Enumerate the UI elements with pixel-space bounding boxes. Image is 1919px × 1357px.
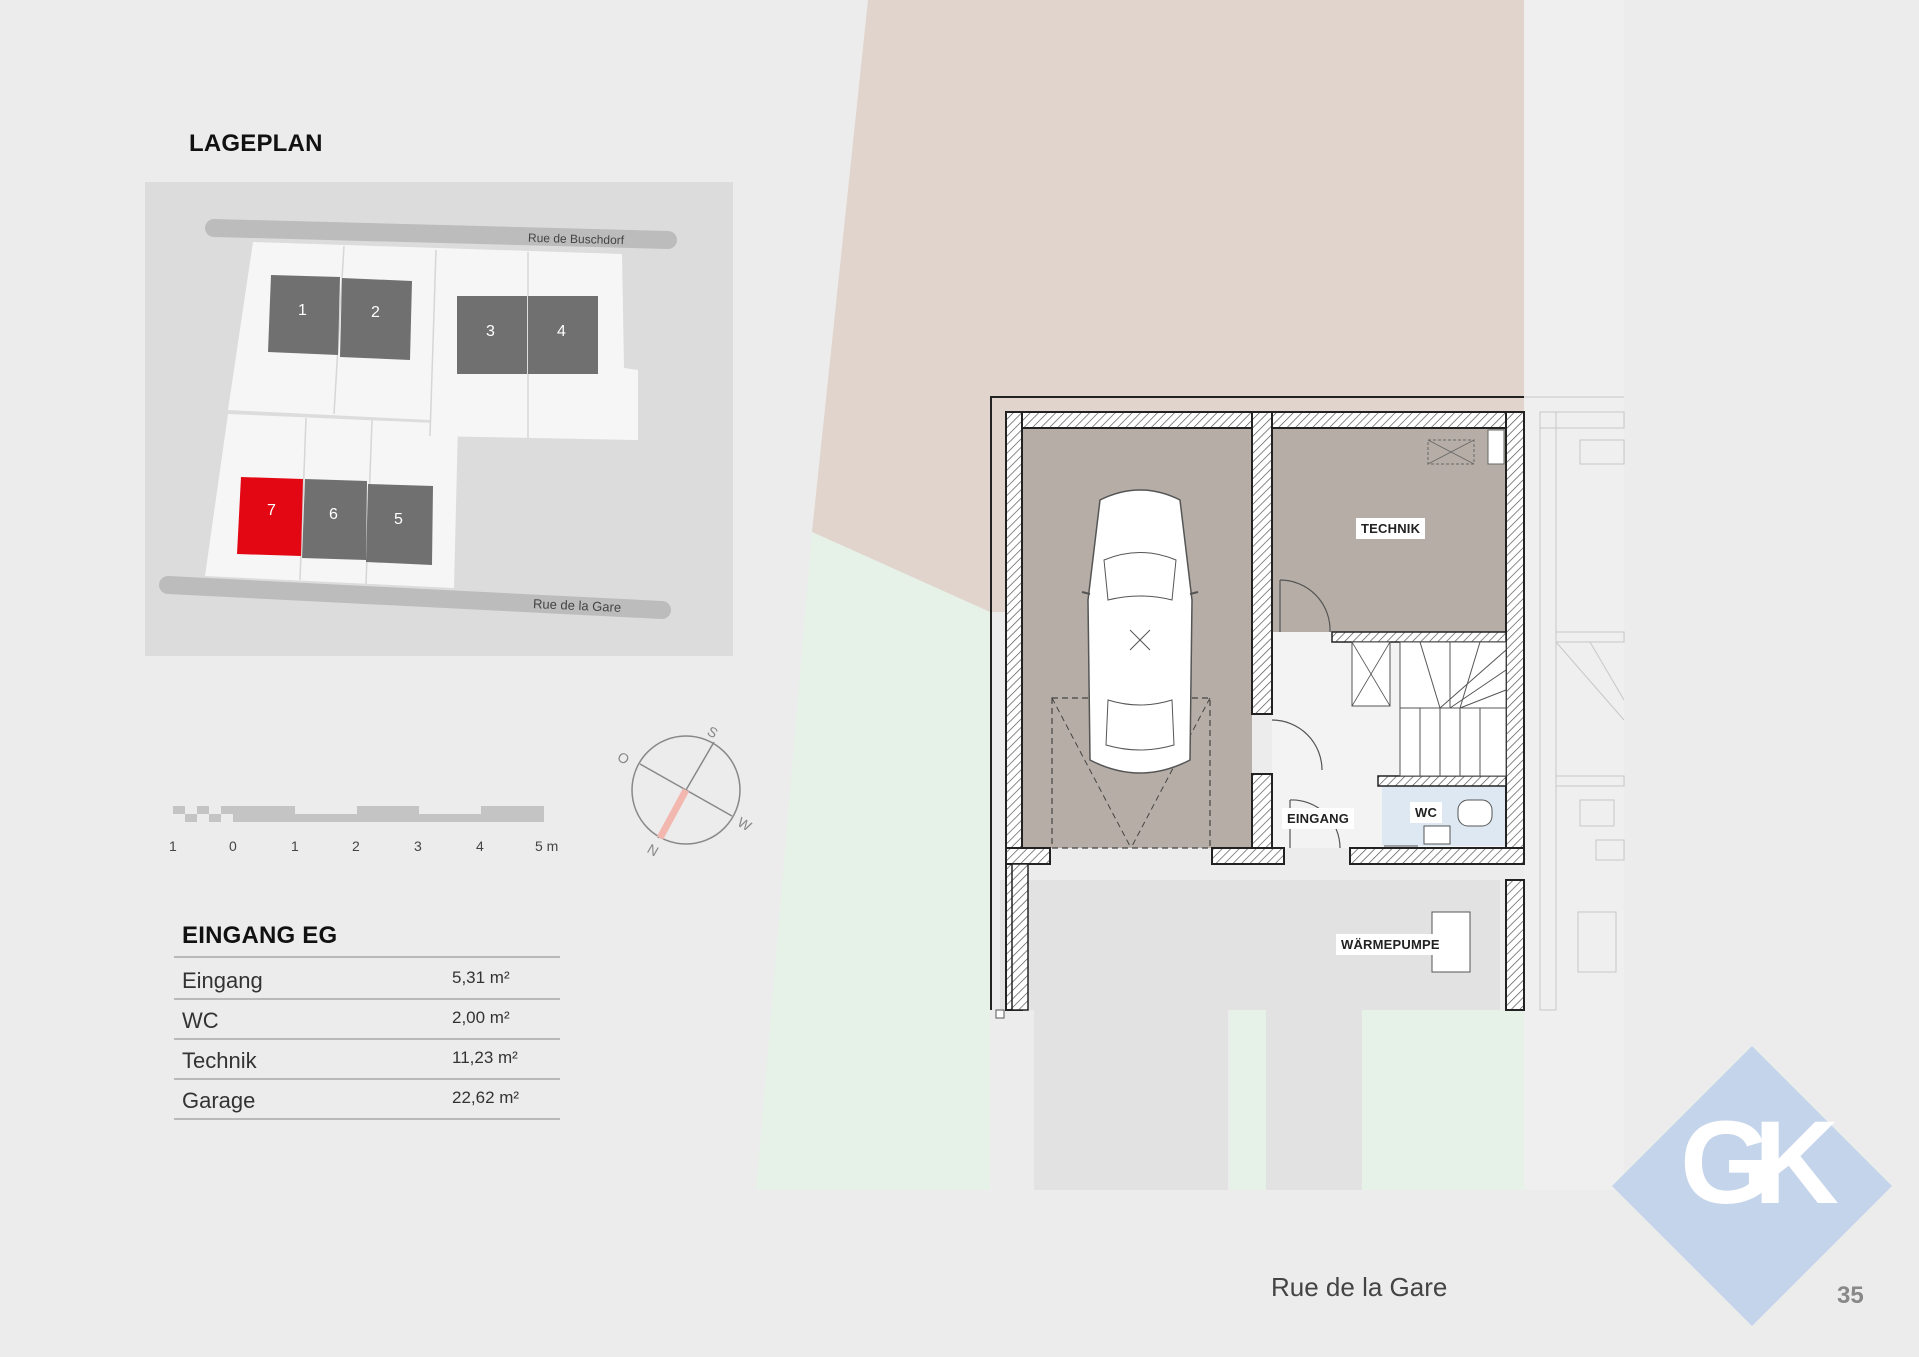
room-name: Garage	[182, 1088, 256, 1113]
footer-street-name: Rue de la Gare	[1271, 1272, 1448, 1302]
car-drawing	[1081, 489, 1199, 774]
room-label-technik: TECHNIK	[1356, 518, 1426, 539]
road-south	[159, 576, 671, 619]
lot-2-label: 2	[371, 304, 380, 321]
staircase	[1399, 641, 1507, 777]
room-name: WC	[182, 1008, 219, 1033]
site-plan	[145, 182, 733, 656]
lot-5-label: 5	[394, 511, 403, 528]
lot-3-building	[457, 296, 527, 374]
road-north	[205, 219, 677, 249]
scale-label: 0	[229, 838, 237, 854]
room-label-eingang: EINGANG	[1282, 808, 1355, 829]
room-area: 5,31 m²	[452, 968, 510, 987]
area-table-top-rule	[174, 956, 560, 958]
lageplan-title: LAGEPLAN	[189, 130, 323, 157]
neighbor-floorplan-faded	[1524, 396, 1625, 1011]
room-name: Technik	[182, 1048, 257, 1073]
gk-logo-text: GK	[1680, 1097, 1839, 1229]
lot-2-building	[340, 278, 412, 360]
table-row: WC 2,00 m²	[174, 998, 560, 1040]
room-name: Eingang	[182, 968, 263, 993]
lot-3-label: 3	[486, 323, 495, 340]
floorplan	[990, 396, 1525, 1019]
scale-label: 1	[169, 838, 177, 854]
table-row: Garage 22,62 m²	[174, 1078, 560, 1120]
lot-7-label: 7	[267, 502, 276, 519]
table-row: Eingang 5,31 m²	[174, 958, 560, 1000]
driveway-right	[1266, 1010, 1362, 1190]
scale-label: 1	[291, 838, 299, 854]
street-north-label: Rue de Buschdorf	[527, 230, 625, 248]
scale-bar-graphic	[173, 806, 544, 822]
lot-6-label: 6	[329, 506, 338, 523]
gk-logo	[1612, 1046, 1892, 1326]
lot-7-building-highlighted	[237, 477, 303, 556]
lot-4-label: 4	[557, 323, 566, 340]
lot-1-building	[268, 275, 340, 355]
room-area: 22,62 m²	[452, 1088, 520, 1107]
table-row: Technik 11,23 m²	[174, 1038, 560, 1080]
room-area: 11,23 m²	[452, 1048, 518, 1067]
lot-5-building	[366, 484, 433, 565]
lot-4-building	[528, 296, 598, 374]
scale-label: 4	[476, 838, 484, 854]
page-number: 35	[1837, 1282, 1864, 1309]
lot-1-label: 1	[298, 302, 307, 319]
room-label-waermepumpe: WÄRMEPUMPE	[1336, 934, 1445, 955]
lot-6-building	[302, 479, 367, 560]
scale-label: 5 m	[535, 838, 559, 854]
scale-label: 2	[352, 838, 360, 854]
area-table-title: EINGANG EG	[182, 922, 338, 949]
scale-label: 3	[414, 838, 422, 854]
room-area: 2,00 m²	[452, 1008, 510, 1027]
compass-graphic	[631, 735, 741, 845]
neighbor-faded-area	[1524, 0, 1624, 1190]
driveway-left	[1034, 1010, 1228, 1190]
green-land-area	[756, 532, 990, 1190]
room-label-wc: WC	[1410, 802, 1443, 823]
